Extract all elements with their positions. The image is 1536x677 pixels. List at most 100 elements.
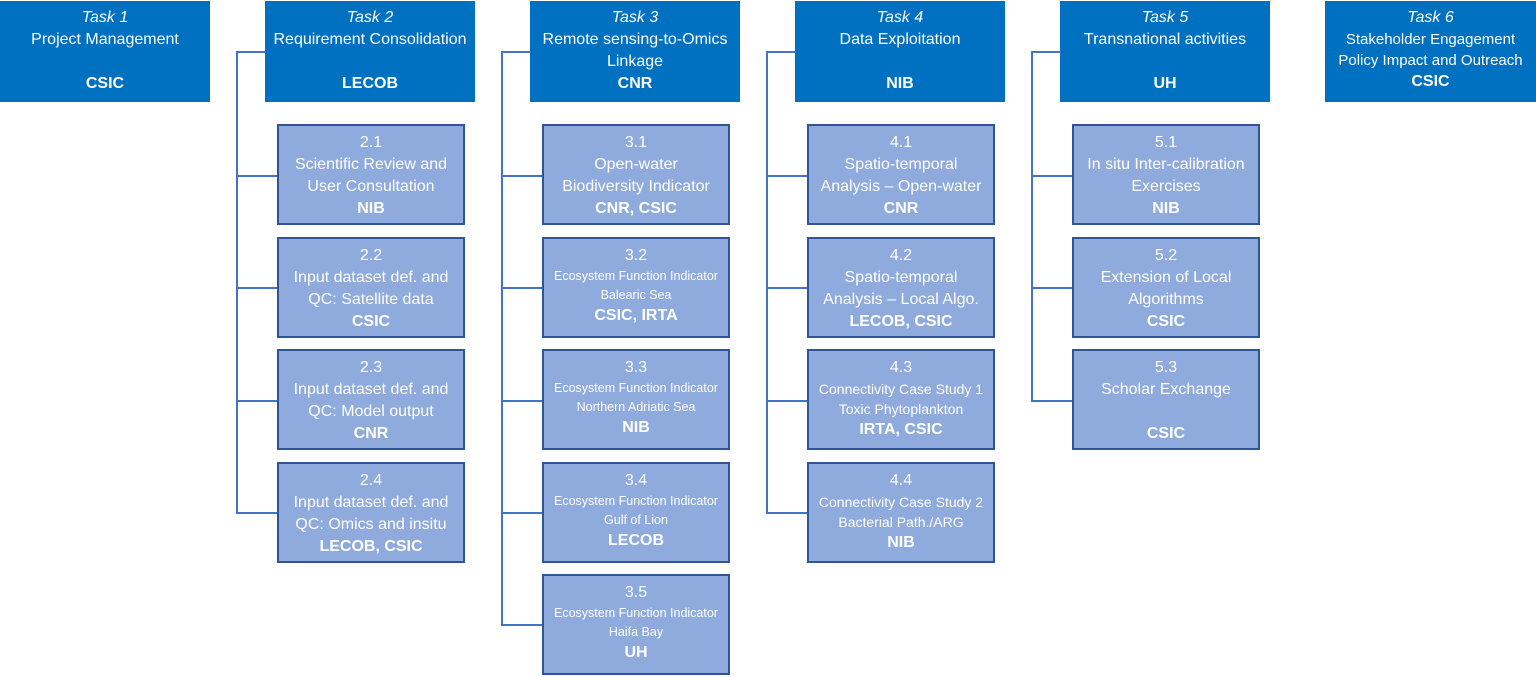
connector-5-3 <box>1031 400 1073 402</box>
task-3-number: Task 3 <box>611 9 659 26</box>
connector-3-2 <box>501 287 543 289</box>
connector-2-1 <box>236 175 278 177</box>
subtask-number: 4.2 <box>889 247 913 264</box>
subtask-2-4: 2.4 Input dataset def. and QC: Omics and… <box>277 462 465 563</box>
subtask-number: 3.3 <box>624 359 648 376</box>
task-5-lead: UH <box>1153 75 1177 92</box>
task-3-box: Task 3 Remote sensing-to-Omics Linkage C… <box>530 1 740 102</box>
subtask-number: 4.3 <box>889 359 913 376</box>
subtask-2-3: 2.3 Input dataset def. and QC: Model out… <box>277 349 465 450</box>
subtask-5-3: 5.3 Scholar Exchange CSIC <box>1072 349 1260 450</box>
connector-2-2 <box>236 287 278 289</box>
task-1-title: Project Management <box>31 31 179 48</box>
subtask-title: Input dataset def. and QC: Omics and ins… <box>293 494 449 533</box>
task-5-number: Task 5 <box>1141 9 1189 26</box>
subtask-lead: CNR <box>883 200 919 217</box>
subtask-number: 2.3 <box>359 359 383 376</box>
subtask-number: 3.2 <box>624 247 648 264</box>
task-4-stub <box>766 51 796 53</box>
subtask-title: Connectivity Case Study 1 Toxic Phytopla… <box>818 381 984 417</box>
subtask-4-1: 4.1 Spatio-temporal Analysis – Open-wate… <box>807 124 995 225</box>
connector-4-4 <box>766 512 808 514</box>
task-4-box: Task 4 Data Exploitation NIB <box>795 1 1005 102</box>
subtask-lead: CSIC <box>351 313 391 330</box>
task-6-title: Stakeholder Engagement Policy Impact and… <box>1338 31 1523 69</box>
subtask-number: 3.1 <box>624 134 648 151</box>
connector-3-3 <box>501 400 543 402</box>
task-1-number: Task 1 <box>81 9 129 26</box>
subtask-number: 3.5 <box>624 584 648 601</box>
task-3-lead: CNR <box>617 75 653 92</box>
task-2-trunk <box>236 51 238 514</box>
subtask-title: Spatio-temporal Analysis – Open-water <box>820 156 982 195</box>
subtask-3-3: 3.3 Ecosystem Function Indicator Norther… <box>542 349 730 450</box>
connector-5-2 <box>1031 287 1073 289</box>
subtask-lead: LECOB <box>608 532 664 549</box>
subtask-lead: NIB <box>887 534 915 551</box>
subtask-lead: LECOB, CSIC <box>319 538 423 555</box>
subtask-title: Scientific Review and User Consultation <box>294 156 448 195</box>
subtask-lead: CSIC, IRTA <box>594 307 678 324</box>
task-6-lead: CSIC <box>1411 73 1450 90</box>
connector-2-4 <box>236 512 278 514</box>
subtask-3-1: 3.1 Open-water Biodiversity Indicator CN… <box>542 124 730 225</box>
subtask-3-4: 3.4 Ecosystem Function Indicator Gulf of… <box>542 462 730 563</box>
subtask-2-2: 2.2 Input dataset def. and QC: Satellite… <box>277 237 465 338</box>
task-2-title: Requirement Consolidation <box>273 31 467 48</box>
subtask-number: 3.4 <box>624 472 648 489</box>
subtask-title: Input dataset def. and QC: Model output <box>293 381 449 420</box>
connector-3-5 <box>501 624 543 626</box>
subtask-lead: NIB <box>622 419 650 436</box>
task-5-stub <box>1031 51 1061 53</box>
task-2-number: Task 2 <box>346 9 394 26</box>
task-3-trunk <box>501 51 503 626</box>
task-6-box: Task 6 Stakeholder Engagement Policy Imp… <box>1325 1 1536 102</box>
connector-3-4 <box>501 512 543 514</box>
task-4-number: Task 4 <box>876 9 924 26</box>
subtask-3-2: 3.2 Ecosystem Function Indicator Baleari… <box>542 237 730 338</box>
subtask-5-1: 5.1 In situ Inter-calibration Exercises … <box>1072 124 1260 225</box>
subtask-2-1: 2.1 Scientific Review and User Consultat… <box>277 124 465 225</box>
subtask-title: Open-water Biodiversity Indicator <box>562 156 710 195</box>
subtask-number: 4.1 <box>889 134 913 151</box>
subtask-number: 2.2 <box>359 247 383 264</box>
task-4-lead: NIB <box>886 75 914 92</box>
connector-4-1 <box>766 175 808 177</box>
connector-2-3 <box>236 400 278 402</box>
task-2-box: Task 2 Requirement Consolidation LECOB <box>265 1 475 102</box>
subtask-lead: LECOB, CSIC <box>849 313 953 330</box>
subtask-lead: IRTA, CSIC <box>859 421 943 438</box>
subtask-4-3: 4.3 Connectivity Case Study 1 Toxic Phyt… <box>807 349 995 450</box>
subtask-lead: NIB <box>357 200 385 217</box>
subtask-number: 5.1 <box>1154 134 1178 151</box>
task-3-stub <box>501 51 531 53</box>
connector-4-3 <box>766 400 808 402</box>
task-5-box: Task 5 Transnational activities UH <box>1060 1 1270 102</box>
subtask-title: Scholar Exchange <box>1101 381 1231 398</box>
subtask-title: Ecosystem Function Indicator Haifa Bay <box>554 606 718 639</box>
task-6-number: Task 6 <box>1407 9 1454 26</box>
subtask-number: 4.4 <box>889 472 913 489</box>
subtask-number: 5.2 <box>1154 247 1178 264</box>
connector-3-1 <box>501 175 543 177</box>
subtask-lead: NIB <box>1152 200 1180 217</box>
subtask-title: In situ Inter-calibration Exercises <box>1087 156 1245 195</box>
subtask-lead: CNR, CSIC <box>595 200 677 217</box>
subtask-title: Ecosystem Function Indicator Gulf of Lio… <box>554 494 718 527</box>
subtask-title: Connectivity Case Study 2 Bacterial Path… <box>818 494 984 530</box>
task-1-lead: CSIC <box>85 75 125 92</box>
task-4-trunk <box>766 51 768 514</box>
subtask-lead: CSIC <box>1146 425 1186 442</box>
task-2-stub <box>236 51 266 53</box>
subtask-lead: CSIC <box>1146 313 1186 330</box>
subtask-title: Input dataset def. and QC: Satellite dat… <box>293 269 449 308</box>
subtask-title: Extension of Local Algorithms <box>1100 269 1232 308</box>
connector-5-1 <box>1031 175 1073 177</box>
task-2-lead: LECOB <box>342 75 398 92</box>
subtask-title: Spatio-temporal Analysis – Local Algo. <box>823 269 979 308</box>
task-3-title: Remote sensing-to-Omics Linkage <box>542 31 728 70</box>
subtask-lead: CNR <box>353 425 389 442</box>
subtask-4-2: 4.2 Spatio-temporal Analysis – Local Alg… <box>807 237 995 338</box>
subtask-number: 2.1 <box>359 134 383 151</box>
subtask-lead: UH <box>624 644 648 661</box>
